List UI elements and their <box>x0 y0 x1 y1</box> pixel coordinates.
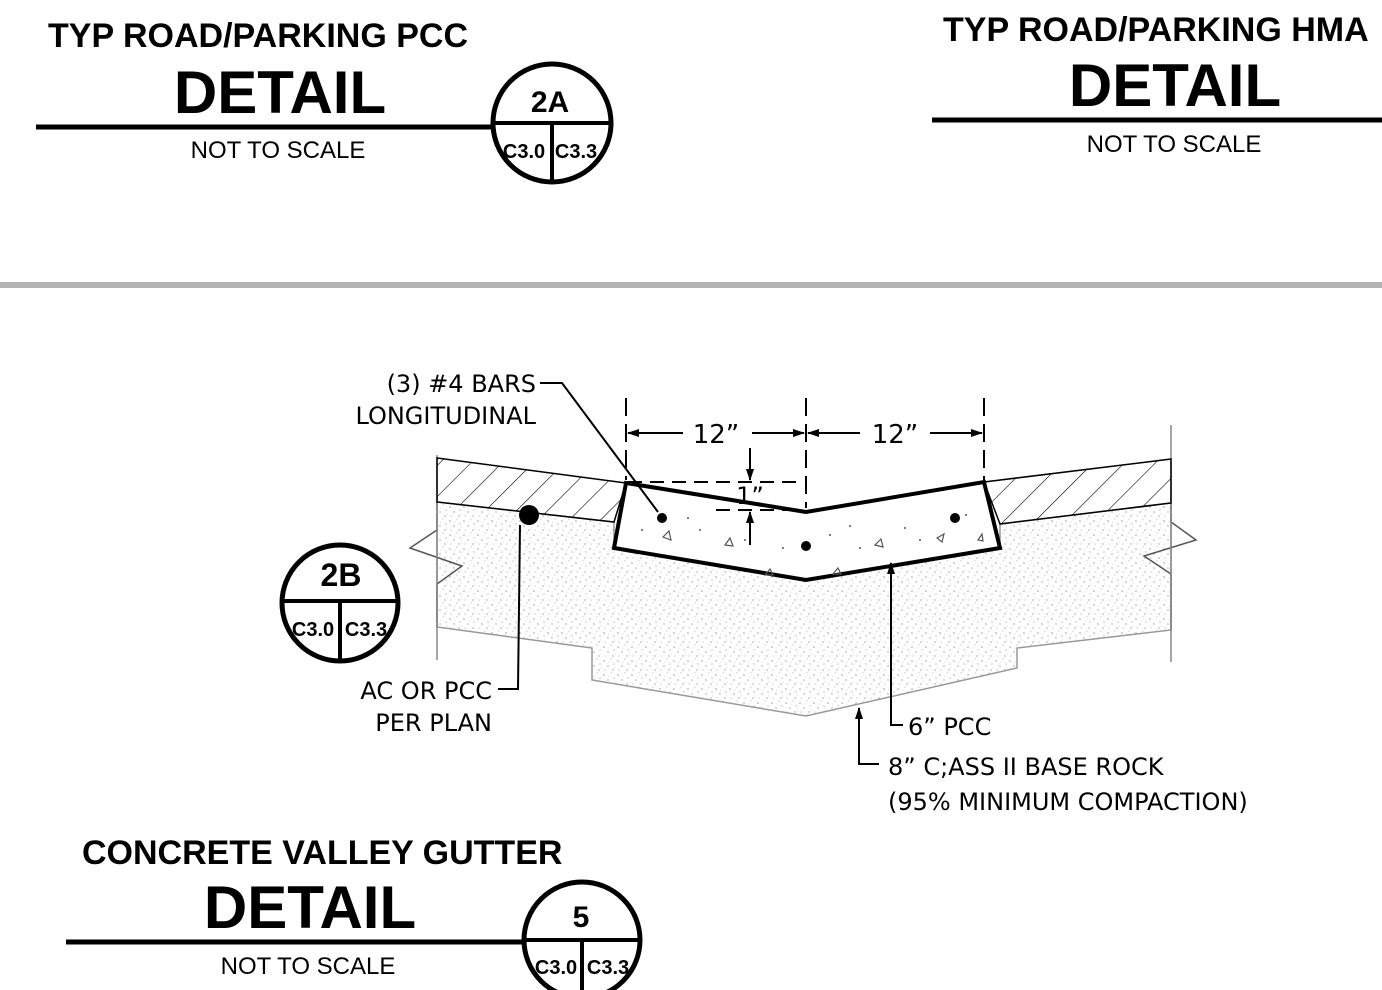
bubble-number: 5 <box>573 901 590 934</box>
pavement-note-line1: AC OR PCC <box>360 677 492 705</box>
title-scale-note: NOT TO SCALE <box>191 137 366 164</box>
detail-bubble-2a: 2A C3.0 C3.3 <box>490 61 614 185</box>
dim-depth-label: 1” <box>736 482 764 510</box>
title-detail: DETAIL <box>204 874 416 941</box>
bars-note-line1: (3) #4 BARS <box>387 370 536 398</box>
dimension-depth <box>628 448 800 545</box>
dim-left-label: 12” <box>693 420 740 450</box>
bubble-sheet-right: C3.3 <box>555 141 597 163</box>
title-detail: DETAIL <box>1069 52 1281 119</box>
pavement-left <box>436 457 627 523</box>
title-scale-note: NOT TO SCALE <box>1087 131 1262 158</box>
base-note-line1: 8” C;ASS II BASE ROCK <box>888 753 1165 781</box>
leader-lines <box>498 382 903 765</box>
bubble-number: 2A <box>531 86 569 119</box>
valley-gutter-section: 12” 12” 1” (3) #4 BARS LONGITUDINAL AC O… <box>279 370 1248 816</box>
dim-right-label: 12” <box>872 420 919 450</box>
dimension-widths <box>625 398 985 508</box>
rebar-right <box>950 513 960 523</box>
title-scale-note: NOT TO SCALE <box>221 953 396 980</box>
bubble-sheet-left: C3.0 <box>292 619 334 641</box>
title-heading: TYP ROAD/PARKING HMA <box>943 11 1369 49</box>
detail-bubble-5: 5 C3.0 C3.3 <box>521 879 643 990</box>
title-heading: TYP ROAD/PARKING PCC <box>48 17 468 55</box>
title-heading: CONCRETE VALLEY GUTTER <box>82 834 562 872</box>
base-note-line2: (95% MINIMUM COMPACTION) <box>888 788 1248 816</box>
rebar-center <box>801 541 811 551</box>
bubble-number: 2B <box>321 557 362 593</box>
detail-bubble-2b: 2B C3.0 C3.3 <box>279 542 401 664</box>
pavement-right <box>982 458 1172 525</box>
rebar-left <box>657 513 667 523</box>
title-block-gutter: CONCRETE VALLEY GUTTER DETAIL NOT TO SCA… <box>66 834 643 990</box>
title-detail: DETAIL <box>174 59 386 126</box>
bars-note-line2: LONGITUDINAL <box>355 402 536 430</box>
title-block-pcc: TYP ROAD/PARKING PCC DETAIL NOT TO SCALE… <box>36 17 614 185</box>
bubble-sheet-right: C3.3 <box>587 957 629 979</box>
aggregate-marks <box>661 529 984 576</box>
section-divider <box>0 282 1382 288</box>
bubble-sheet-left: C3.0 <box>503 141 545 163</box>
pavement-note-line2: PER PLAN <box>375 709 492 737</box>
bubble-sheet-right: C3.3 <box>345 619 387 641</box>
pavement-callout-dot <box>519 505 539 525</box>
concrete-gutter <box>611 479 1003 583</box>
title-block-hma: TYP ROAD/PARKING HMA DETAIL NOT TO SCALE <box>932 11 1382 158</box>
pcc-note: 6” PCC <box>908 713 991 741</box>
bubble-sheet-left: C3.0 <box>535 957 577 979</box>
